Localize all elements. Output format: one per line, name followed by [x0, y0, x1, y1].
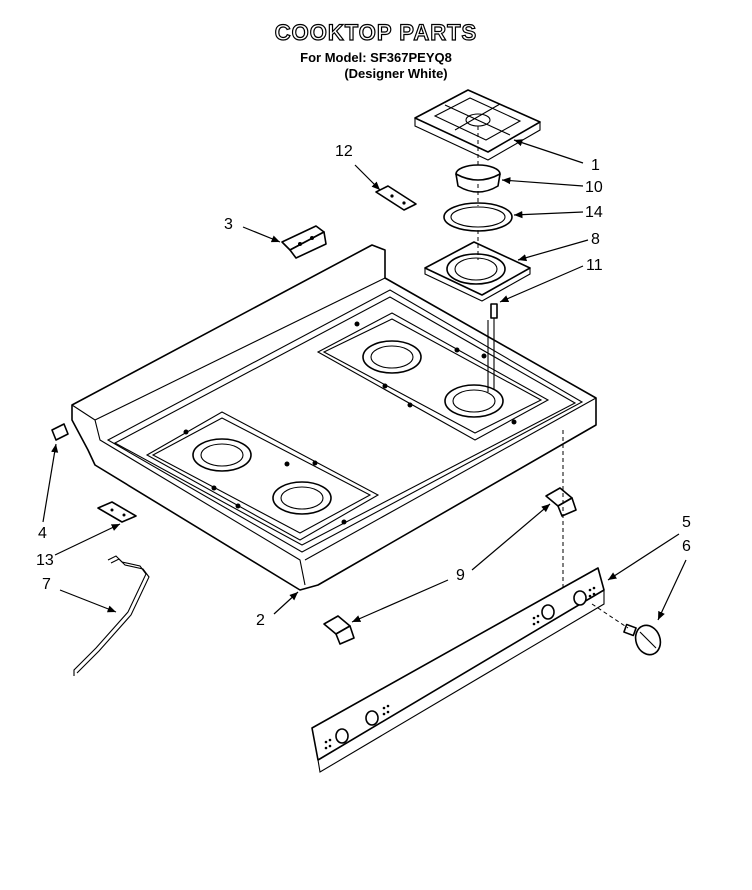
callout-11: 11 [586, 257, 603, 274]
control-knob [623, 623, 662, 656]
callout-10: 10 [585, 179, 603, 196]
burner-base-plate [424, 241, 531, 302]
color-line: (Designer White) [344, 66, 448, 81]
clip-4 [51, 423, 69, 441]
callout-8: 8 [591, 231, 600, 248]
leader-lines [42, 139, 687, 623]
callout-2: 2 [256, 612, 265, 629]
callout-12: 12 [335, 143, 353, 160]
callout-14: 14 [585, 204, 603, 221]
burner-grate [414, 89, 541, 161]
callout-4: 4 [38, 525, 47, 542]
callout-9: 9 [456, 567, 465, 584]
callout-6: 6 [682, 538, 691, 555]
callout-13: 13 [36, 552, 54, 569]
callout-5: 5 [682, 514, 691, 531]
diagram-title: COOKTOP PARTS [274, 19, 478, 45]
model-line: For Model: SF367PEYQ8 [300, 50, 452, 65]
rod-7 [73, 555, 150, 676]
plate-13 [97, 501, 137, 523]
clip-9-lower [323, 615, 355, 645]
trim-ring [443, 202, 513, 232]
cooktop-panel [71, 244, 597, 591]
screw [487, 303, 498, 392]
callout-7: 7 [42, 576, 51, 593]
control-panel [311, 567, 605, 773]
callout-1: 1 [591, 157, 600, 174]
callout-3: 3 [224, 216, 233, 233]
bracket-12 [375, 185, 417, 211]
clip-9-upper [545, 487, 577, 517]
hinge-3 [281, 225, 327, 259]
